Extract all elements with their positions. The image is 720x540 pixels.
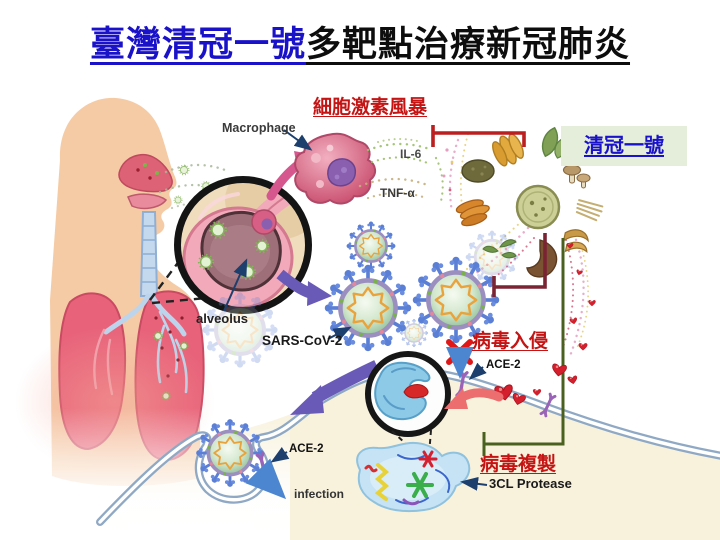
page-title: 臺灣清冠一號多靶點治療新冠肺炎 — [0, 16, 720, 67]
inhibition-tbar-invasion-icon — [492, 233, 547, 297]
macrophage-cell-icon — [294, 132, 376, 205]
herbal-medicine-wheel-icon — [442, 126, 604, 278]
protease-label: 3CL Protease — [489, 476, 572, 491]
cytokine-speckles — [358, 138, 444, 207]
infection-label: infection — [294, 487, 344, 501]
trachea-icon — [139, 211, 159, 297]
infection-arrow-icon — [245, 458, 287, 500]
human-respiratory-body-icon — [15, 97, 290, 540]
macrophage-label: Macrophage — [222, 121, 296, 135]
ace2-membrane-label: ACE-2 — [486, 359, 521, 371]
blocked-x-icon — [446, 339, 474, 379]
title-rest: 多靶點治療新冠肺炎 — [306, 25, 631, 64]
virus-invasion-label: 病毒入侵 — [472, 331, 549, 352]
alveolus-label: alveolus — [196, 311, 249, 326]
protease-blob-icon — [356, 441, 471, 513]
binding-arrow-icon — [444, 388, 504, 409]
inhibition-tbar-replication-icon — [482, 238, 565, 456]
macrophage-mini-icon — [251, 209, 277, 235]
cytokine-storm-label: 細胞激素風暴 — [313, 97, 428, 118]
ace2-entry-label: ACE-2 — [289, 443, 324, 455]
inhibition-tbar-cytokine-icon — [431, 125, 526, 147]
purple-arrow-icon — [276, 269, 332, 306]
aerosol-speckles — [158, 163, 232, 210]
il6-label: IL-6 — [400, 147, 422, 161]
label-pointer-arrows — [223, 129, 488, 491]
tnf-alpha-label: TNF-α — [380, 186, 415, 200]
qingguan-badge: 清冠一號 — [561, 126, 687, 166]
title-highlight: 臺灣清冠一號 — [89, 25, 306, 64]
sars-cov-2-label: SARS-CoV-2 — [262, 333, 343, 348]
purple-arrow-entry-icon — [290, 360, 380, 415]
binding-magnifier-icon — [365, 351, 451, 437]
virus-replication-label: 病毒複製 — [480, 454, 557, 475]
inhibitor-compound-icon — [418, 450, 438, 468]
